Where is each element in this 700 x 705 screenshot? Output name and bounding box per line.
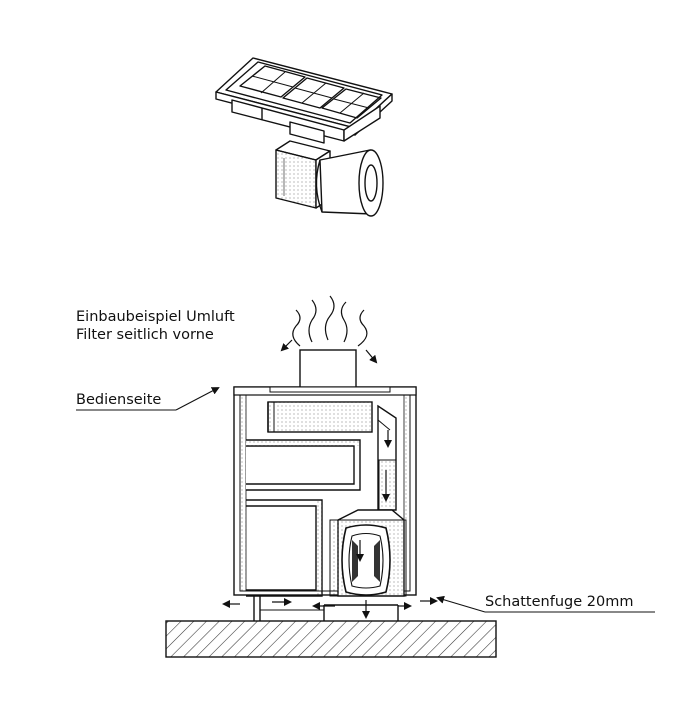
middle-drawer bbox=[246, 439, 361, 491]
leader-operating-side bbox=[76, 387, 220, 411]
iso-grill-plate bbox=[215, 57, 393, 136]
floor-hatched bbox=[165, 620, 497, 658]
vertical-duct bbox=[377, 404, 397, 511]
lower-drawer bbox=[246, 499, 323, 597]
iso-product-view bbox=[215, 57, 393, 217]
cooktop-unit bbox=[269, 349, 391, 393]
operating-side-label: Bedienseite bbox=[76, 392, 162, 408]
airflow-arrow-icon bbox=[280, 295, 378, 364]
fan-unit bbox=[329, 509, 407, 597]
airflow-arrows-internal bbox=[222, 430, 438, 619]
leader-shadow-gap bbox=[436, 595, 655, 613]
iso-body bbox=[231, 99, 381, 144]
section-view bbox=[76, 295, 655, 658]
upper-drawer bbox=[267, 401, 373, 433]
iso-fan-housing bbox=[315, 149, 384, 217]
shadow-gap-label: Schattenfuge 20mm bbox=[485, 594, 634, 610]
title-line-1: Einbaubeispiel Umluft bbox=[76, 309, 235, 325]
title-line-2: Filter seitlich vorne bbox=[76, 327, 214, 343]
